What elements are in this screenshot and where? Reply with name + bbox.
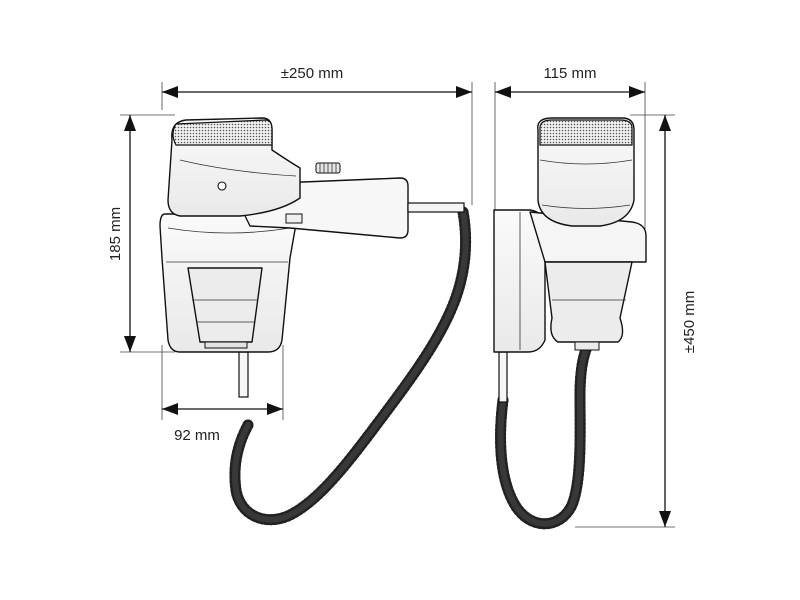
arrowhead-icon bbox=[629, 86, 645, 98]
dimension-width-holder: 92 mm bbox=[161, 345, 284, 444]
dimension-depth-side: 115 mm bbox=[494, 65, 646, 230]
dimension-height-overall: ±450 mm bbox=[575, 114, 698, 528]
coiled-cord-left bbox=[229, 206, 472, 526]
dryer-side-view bbox=[493, 117, 647, 530]
dimension-width-overall: ±250 mm bbox=[161, 65, 473, 205]
dimension-label-height-overall: ±450 mm bbox=[681, 291, 698, 353]
wall-bracket bbox=[493, 209, 546, 353]
dryer-front-view bbox=[159, 117, 472, 526]
cord-exit bbox=[407, 202, 465, 213]
dryer-nozzle bbox=[187, 267, 263, 343]
arrowhead-icon bbox=[124, 115, 136, 131]
dimension-label-width-holder: 92 mm bbox=[174, 427, 220, 444]
arrowhead-icon bbox=[162, 86, 178, 98]
dimension-height-holder: 185 mm bbox=[107, 114, 175, 353]
dryer-nozzle-side bbox=[544, 261, 633, 343]
arrowhead-icon bbox=[659, 511, 671, 527]
arrowhead-icon bbox=[659, 115, 671, 131]
air-grille-icon bbox=[172, 119, 273, 146]
arrowhead-icon bbox=[162, 403, 178, 415]
air-grille-side-icon bbox=[539, 119, 633, 146]
dimension-label-width-overall: ±250 mm bbox=[281, 65, 343, 82]
cord-sleeve bbox=[238, 351, 249, 398]
arrowhead-icon bbox=[456, 86, 472, 98]
coiled-cord-right bbox=[495, 339, 594, 530]
dimension-label-height-holder: 185 mm bbox=[107, 207, 124, 261]
dimension-label-depth-side: 115 mm bbox=[543, 65, 596, 82]
arrowhead-icon bbox=[124, 336, 136, 352]
bracket-arm bbox=[529, 211, 647, 263]
arrowhead-icon bbox=[495, 86, 511, 98]
cord-sleeve-side bbox=[498, 351, 508, 403]
release-button-icon bbox=[285, 213, 303, 224]
indicator-dot-icon bbox=[217, 181, 227, 191]
arrowhead-icon bbox=[267, 403, 283, 415]
